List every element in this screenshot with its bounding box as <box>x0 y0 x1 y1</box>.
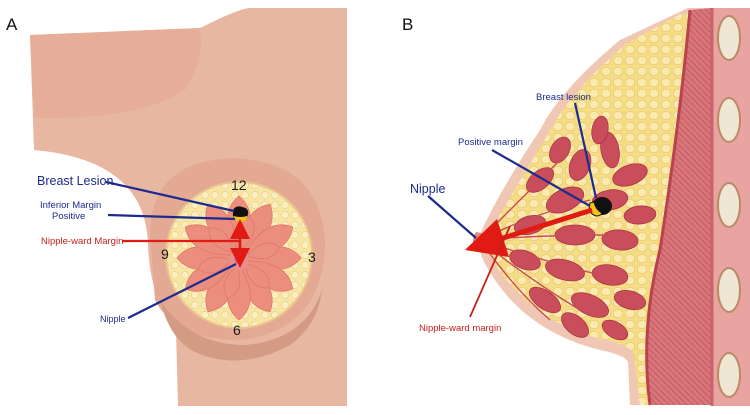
label-breast-lesion: Breast lesion <box>536 92 591 103</box>
panel-b: B <box>402 8 750 406</box>
clock-6: 6 <box>233 322 241 338</box>
label-nipple-ward-margin: Nipple-ward Margin <box>41 236 123 247</box>
label-nipple: Nipple <box>410 182 445 196</box>
nipple-pointer <box>427 195 477 239</box>
label-inferior-margin: Inferior Margin <box>40 200 101 211</box>
label-positive-margin: Positive margin <box>458 137 523 148</box>
panel-b-letter: B <box>402 15 413 34</box>
lobule-clusters <box>509 115 657 341</box>
clock-9: 9 <box>161 246 169 262</box>
nipple-pointer <box>127 263 237 319</box>
label-breast-lesion: Breast Lesion <box>37 174 113 188</box>
label-nipple-ward-margin: Nipple-ward margin <box>419 323 501 334</box>
ribs <box>717 15 741 398</box>
breast-lesion-pointer <box>573 102 598 199</box>
nipple-ward-margin-pointer <box>469 225 511 318</box>
panel-a: A <box>6 8 347 406</box>
breast-lesion-pointer <box>105 180 235 213</box>
pectoral-muscle-edge <box>645 9 692 406</box>
breast-underside-shadow <box>160 290 322 361</box>
nipple-tip <box>473 232 486 250</box>
panel-a-letter: A <box>6 15 18 34</box>
clock-3: 3 <box>308 249 316 265</box>
pectoral-muscle <box>646 8 712 405</box>
nipple-ward-margin-arrow <box>464 207 593 258</box>
label-inferior-margin-positive: Positive <box>52 211 85 222</box>
label-nipple: Nipple <box>100 314 126 324</box>
inferior-margin-pointer <box>107 213 236 221</box>
positive-margin-pointer <box>491 149 591 207</box>
arm-shadow <box>30 28 201 119</box>
lobules <box>176 195 302 321</box>
clock-12: 12 <box>231 177 247 193</box>
